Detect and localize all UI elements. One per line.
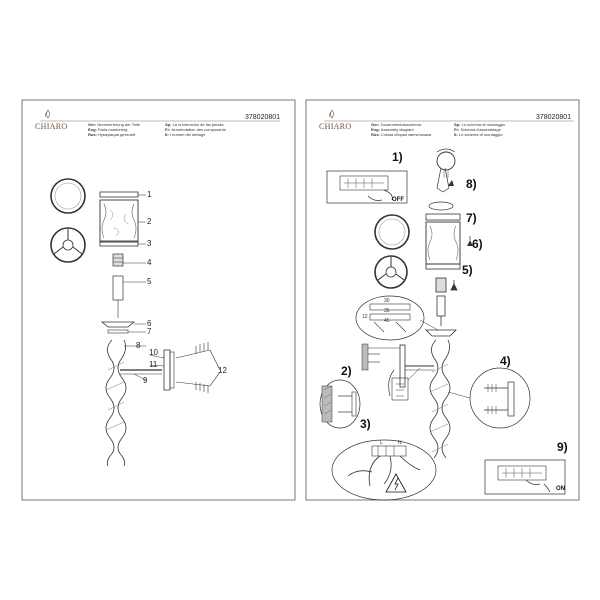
wiring-detail: [331, 439, 437, 501]
dimension-45: 45: [384, 318, 390, 324]
part-lamp-socket: [112, 253, 146, 267]
brand-logo-icon-right: [329, 109, 334, 119]
switch-box-off: [326, 170, 408, 204]
part-wall-plate: [149, 349, 175, 391]
part-twisted-stem: [105, 339, 146, 467]
bulb-icon: [436, 148, 456, 193]
part-screws: [175, 342, 221, 393]
dimension-35: 35: [384, 308, 390, 314]
wall-bracket: [362, 344, 434, 397]
part-number-12: 12: [218, 366, 227, 375]
hazard-icon: [385, 473, 407, 493]
part-arm: [120, 369, 162, 381]
shade-assembly: [425, 201, 473, 270]
wall-mount-detail: [319, 379, 361, 429]
step-label-4: 4): [500, 354, 511, 368]
caption-block-right-a: Ger: Zusammenbauschema Eng: Assembly dia…: [371, 122, 432, 137]
document-code-right: 378020801: [536, 114, 572, 121]
brand-name-right: CHIARO: [319, 122, 352, 131]
left-page-frame: [21, 99, 296, 501]
part-number-9: 9: [143, 376, 148, 385]
part-number-4: 4: [147, 258, 152, 267]
part-glass-disc: [50, 178, 86, 214]
switch-off-label: OFF: [392, 197, 404, 203]
dimension-12: 12: [362, 314, 368, 320]
dimension-detail: [355, 295, 439, 341]
right-page-frame: [305, 99, 580, 501]
bottom-ring: [374, 255, 408, 289]
terminal-label-n: N: [398, 440, 402, 446]
part-number-5: 5: [147, 277, 152, 286]
glass-disc: [374, 214, 410, 250]
step-label-7: 7): [466, 211, 477, 225]
step-label-1: 1): [392, 150, 403, 164]
part-holder-tube: [112, 275, 146, 318]
part-number-11: 11: [149, 360, 158, 369]
part-cup: [100, 321, 146, 334]
part-number-1: 1: [147, 190, 152, 199]
caption-block-left-a: Ger: Nummerierung der Teile Eng: Parts n…: [88, 122, 140, 137]
dimension-30: 30: [384, 298, 390, 304]
stem-assembly: [425, 277, 458, 337]
junction-box: [391, 367, 421, 401]
caption-block-left-b: Sp: La numeración de las piezas Fr: Numé…: [165, 122, 226, 137]
screw-detail: [447, 367, 531, 429]
part-number-2: 2: [147, 217, 152, 226]
brand-name-left: CHIARO: [35, 122, 68, 131]
step-label-5: 5): [462, 263, 473, 277]
step-label-3: 3): [360, 417, 371, 431]
twisted-stem: [429, 339, 451, 459]
part-number-10: 10: [149, 348, 158, 357]
ceiling-bracket-detail: [361, 343, 380, 371]
part-number-3: 3: [147, 239, 152, 248]
part-bottom-ring: [50, 227, 146, 263]
terminal-label-l: L: [380, 440, 383, 446]
brand-logo-icon-left: [45, 109, 50, 119]
switch-box-on: [484, 459, 566, 495]
step-label-6: 6): [472, 237, 483, 251]
switch-on-label: ON: [556, 486, 565, 492]
part-shade: [99, 199, 146, 243]
caption-block-right-b: Sp: Lo schema di montaggio Fr: Schéma d'…: [454, 122, 506, 137]
step-label-9: 9): [557, 440, 568, 454]
step-label-8: 8): [466, 177, 477, 191]
step-label-2: 2): [341, 364, 352, 378]
part-number-6: 6: [147, 319, 152, 328]
document-code-left: 378020801: [245, 114, 281, 121]
part-number-7: 7: [147, 327, 152, 336]
part-number-8: 8: [136, 341, 141, 350]
